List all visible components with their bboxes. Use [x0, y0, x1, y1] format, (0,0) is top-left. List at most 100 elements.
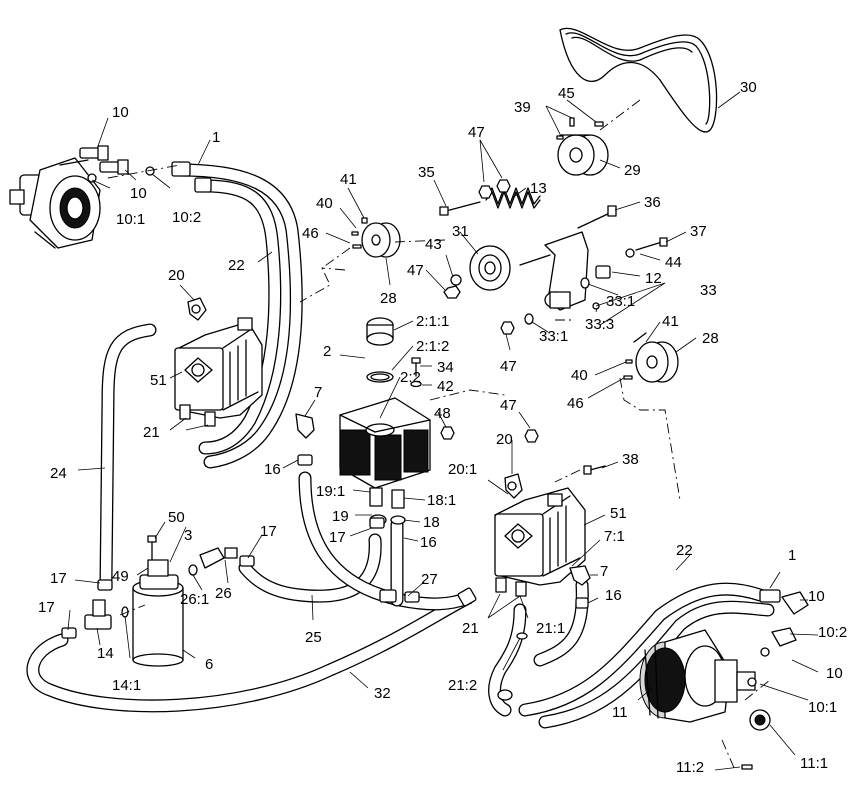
- callout-labels: 10 1 10 10:1 10:2 22 20 51 21 24 16 7 40…: [38, 79, 847, 776]
- elbow-fitting-7-left: [295, 413, 315, 439]
- callout-49: 49: [112, 568, 129, 585]
- filter-head-3: [147, 559, 169, 577]
- callout-36: 36: [644, 194, 661, 211]
- leader-lines: [67, 91, 819, 771]
- fitting-26: [188, 547, 238, 576]
- callout-11-2: 11:2: [676, 759, 704, 776]
- hydraulic-motor-right: [639, 629, 756, 723]
- callout-21-1: 21:1: [536, 620, 565, 637]
- callout-10: 10: [130, 185, 147, 202]
- callout-25: 25: [305, 629, 322, 646]
- callout-10-1: 10:1: [808, 699, 837, 716]
- bushing-12: [595, 265, 611, 279]
- fittings-right-motor: [747, 589, 809, 687]
- hoses: [26, 163, 775, 729]
- callout-16: 16: [264, 461, 281, 478]
- elbow-fitting-7-right: [569, 565, 591, 586]
- callout-18: 18: [423, 514, 440, 531]
- callout-46: 46: [567, 395, 584, 412]
- callout-13: 13: [530, 180, 547, 197]
- callout-17: 17: [260, 523, 277, 540]
- centerlines: [107, 99, 771, 771]
- callout-7: 7: [600, 563, 608, 580]
- callout-47: 47: [500, 358, 517, 375]
- callout-39: 39: [514, 99, 531, 116]
- callout-28: 28: [380, 290, 397, 307]
- callout-20-1: 20:1: [448, 461, 477, 478]
- hose-27: [298, 471, 475, 611]
- fittings-left-motor: [79, 145, 212, 193]
- clamp-16-right: [575, 597, 589, 609]
- hose-22-lower: [518, 582, 767, 717]
- callout-33-3: 33:3: [585, 316, 614, 333]
- o-ring-2-1-2: [366, 371, 394, 383]
- callout-51: 51: [610, 505, 627, 522]
- callout-22: 22: [676, 542, 693, 559]
- callout-10-2: 10:2: [172, 209, 201, 226]
- callout-37: 37: [690, 223, 707, 240]
- hydraulic-motor-left: [9, 157, 101, 249]
- screw-50-49: [147, 535, 157, 561]
- filter-6: [132, 574, 184, 667]
- bolt-36: [577, 205, 617, 229]
- hose-1-upper: [173, 163, 303, 469]
- elbow-fitting-20-left: [187, 297, 207, 321]
- callout-1: 1: [788, 547, 796, 564]
- pulley-28-left: [361, 222, 401, 258]
- hose-21-2: [488, 603, 527, 717]
- clamps-17-left: [61, 579, 113, 639]
- callout-50: 50: [168, 509, 185, 526]
- keys-40-41-46-left: [351, 217, 368, 249]
- washer-21-2: [497, 632, 528, 701]
- idler-pulley-31: [469, 245, 511, 291]
- callout-47: 47: [468, 124, 485, 141]
- callout-41: 41: [662, 313, 679, 330]
- washers-33-1: [500, 277, 600, 335]
- callout-40: 40: [316, 195, 333, 212]
- filler-cap: [366, 317, 394, 346]
- nut-47-right-pump: [524, 429, 539, 443]
- tee-fitting-14: [84, 599, 129, 630]
- callout-21: 21: [462, 620, 479, 637]
- callout-51: 51: [150, 372, 167, 389]
- callout-47: 47: [500, 397, 517, 414]
- callout-19-1: 19:1: [316, 483, 345, 500]
- callout-24: 24: [50, 465, 67, 482]
- clamp-17-25: [369, 517, 385, 529]
- bolt-35: [439, 201, 481, 216]
- callout-7-1: 7:1: [604, 528, 625, 545]
- callout-42: 42: [437, 378, 454, 395]
- hose-25: [238, 533, 382, 603]
- callout-33-1: 33:1: [606, 293, 635, 310]
- callout-45: 45: [558, 85, 575, 102]
- hose-1-lower: [538, 600, 775, 729]
- callout-21: 21: [143, 424, 160, 441]
- callout-38: 38: [622, 451, 639, 468]
- callout-18-1: 18:1: [427, 492, 456, 509]
- clamp-16-left: [297, 454, 313, 466]
- callout-10-1: 10:1: [116, 211, 145, 228]
- callout-6: 6: [205, 656, 213, 673]
- callout-31: 31: [452, 223, 469, 240]
- callout-1: 1: [212, 129, 220, 146]
- drive-belt-30: [559, 27, 718, 133]
- callout-29: 29: [624, 162, 641, 179]
- key-11-2: [741, 764, 753, 770]
- callout-10: 10: [826, 665, 843, 682]
- bolt-38: [583, 465, 606, 475]
- hose-22-upper: [198, 179, 282, 455]
- callout-7: 7: [314, 384, 322, 401]
- pulley-28-right: [635, 341, 679, 383]
- filter-tank-2: [339, 397, 431, 489]
- bolt-37: [625, 237, 668, 258]
- callout-26: 26: [215, 585, 232, 602]
- callout-48: 48: [434, 405, 451, 422]
- callout-33: 33: [700, 282, 717, 299]
- callout-14: 14: [97, 645, 114, 662]
- callout-26-1: 26:1: [180, 591, 209, 608]
- callout-20: 20: [496, 431, 513, 448]
- callout-17: 17: [329, 529, 346, 546]
- callout-20: 20: [168, 267, 185, 284]
- hose-32: [26, 591, 475, 713]
